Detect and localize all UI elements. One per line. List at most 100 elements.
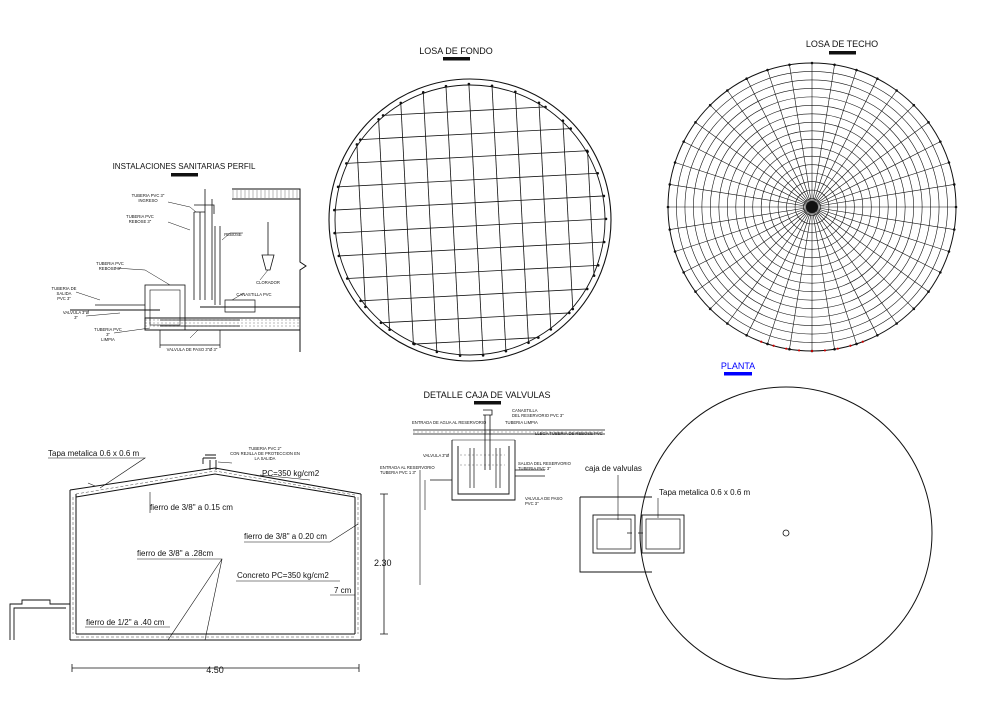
title-underline: [171, 173, 198, 177]
fondo-anchor: [364, 305, 367, 309]
fondo-rebar-line: [400, 102, 414, 344]
fondo-rebar-line: [514, 91, 529, 343]
fondo-anchor: [421, 90, 425, 94]
label-salida: SALIDA: [57, 291, 72, 296]
fondo-anchor: [596, 171, 600, 175]
title-instalaciones: INSTALACIONES SANITARIAS PERFIL: [113, 162, 256, 171]
techo-spoke: [811, 64, 835, 208]
fondo-rebar-line: [360, 128, 571, 141]
label-pc-350-top: PC=350 kg/cm2: [262, 469, 320, 478]
label-tuberia-limpia: TUBERIA LIMPIA: [505, 420, 538, 425]
fondo-anchor: [585, 287, 589, 291]
fondo-anchor: [345, 277, 349, 280]
techo-spoke: [811, 206, 915, 310]
techo-anchor: [927, 121, 930, 124]
label-fierro-015: fierro de 3/8" a 0.15 cm: [150, 503, 233, 512]
techo-anchor: [912, 307, 916, 311]
techo-anchor: [939, 271, 942, 274]
techo-center: [806, 201, 818, 213]
fondo-anchor: [359, 299, 362, 303]
label-fierro-040: fierro de 1/2" a .40 cm: [86, 618, 165, 627]
fondo-anchor: [481, 354, 485, 357]
title-losa-de-fondo: LOSA DE FONDO: [419, 46, 493, 56]
techo-red-mark: [823, 349, 827, 352]
techo-spoke: [674, 162, 813, 208]
techo-spoke: [683, 206, 813, 273]
techo-red-mark: [810, 349, 814, 353]
techo-anchor: [810, 61, 814, 65]
fondo-anchor: [381, 114, 385, 117]
techo-red-mark: [772, 344, 775, 347]
fondo-rebar-line: [356, 144, 366, 307]
techo-red-mark: [861, 340, 864, 343]
fondo-rebar-line: [334, 195, 604, 211]
fondo-anchor: [355, 143, 359, 146]
label-concreto: Concreto PC=350 kg/cm2: [237, 571, 329, 580]
title-underline: [724, 372, 752, 376]
perfil-reservorio: Tapa metalica 0.6 x 0.6 m TUBERIA PVC 2"…: [9, 446, 392, 675]
fondo-anchor: [413, 342, 416, 346]
techo-anchor: [912, 103, 916, 107]
techo-anchor: [668, 183, 672, 186]
fondo-anchor: [490, 84, 494, 88]
label-con-rejilla: CON REJILLA DE PROTECCION EN: [230, 451, 300, 456]
fondo-anchor: [604, 217, 608, 221]
fondo-rebar-line: [445, 86, 461, 356]
dimension-altura: 2.30: [374, 558, 392, 568]
label-rebose: REBOSE: [224, 232, 242, 237]
techo-anchor: [726, 322, 729, 325]
label-entrada-reservorio: ENTRADA AL RESERVORIO: [380, 465, 435, 470]
fondo-anchor: [571, 307, 575, 311]
label-limpia-3: 3": [106, 332, 110, 337]
fondo-anchor: [467, 82, 471, 86]
techo-anchor: [788, 347, 791, 351]
fondo-rebar-line: [334, 218, 607, 234]
label-tuberia-rebose: TUBERIA PVC: [126, 214, 154, 219]
techo-spoke: [727, 206, 813, 324]
label-valvula-3: 3": [74, 315, 78, 320]
techo-spoke: [811, 90, 897, 208]
fondo-rebar-line: [491, 85, 507, 352]
label-llega-tuberia: LLEGA TUBERIA DE REBOSE PVC: [535, 431, 603, 436]
fondo-anchor: [333, 231, 336, 235]
fondo-rebar-line: [538, 102, 552, 330]
techo-anchor: [927, 290, 930, 293]
techo-anchor: [694, 290, 697, 293]
techo-anchor: [682, 271, 685, 274]
tapa-reservorio: [641, 514, 685, 554]
fondo-anchor: [537, 101, 541, 105]
title-detalle-caja: DETALLE CAJA DE VALVULAS: [423, 390, 550, 400]
techo-spoke: [709, 104, 813, 208]
label-la-salida: LA SALIDA: [255, 456, 276, 461]
techo-spoke: [789, 206, 813, 350]
techo-anchor: [895, 89, 898, 92]
label-tapa-planta: Tapa metalica 0.6 x 0.6 m: [659, 488, 750, 497]
fondo-anchor: [592, 274, 596, 277]
label-fierro-020: fierro de 3/8" a 0.20 cm: [244, 532, 327, 541]
techo-red-mark: [760, 340, 763, 343]
label-tuberia-de: TUBERIA DE: [52, 286, 77, 291]
label-canastilla: CANASTILLA: [512, 408, 538, 413]
label-canastilla: CANASTILLA PVC: [236, 292, 271, 297]
techo-red-mark: [797, 349, 801, 352]
fondo-rebar-line: [468, 83, 484, 356]
techo-spoke: [811, 69, 857, 208]
techo-red-mark: [785, 347, 788, 350]
techo-anchor: [876, 77, 879, 80]
techo-anchor: [895, 322, 898, 325]
fondo-rebar-line: [380, 312, 570, 324]
label-clorador: CLORADOR: [256, 280, 280, 285]
fondo-outer-circle: [328, 78, 612, 362]
fondo-rebar-line: [338, 241, 605, 257]
techo-spoke: [669, 206, 813, 230]
fondo-anchor: [345, 162, 348, 165]
techo-spoke: [811, 206, 857, 345]
techo-spoke: [746, 78, 813, 208]
techo-anchor: [673, 161, 677, 164]
techo-spoke: [709, 206, 813, 310]
techo-spoke: [811, 162, 950, 208]
fondo-anchor: [504, 349, 508, 353]
techo-anchor: [766, 342, 769, 346]
title-underline: [474, 401, 501, 405]
